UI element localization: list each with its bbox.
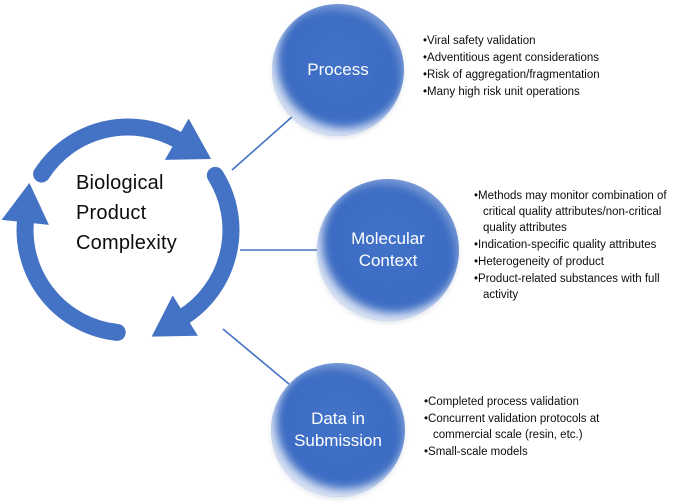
bullet-item: Viral safety validation	[423, 33, 668, 49]
data-in-submission-label-line2: Submission	[294, 431, 382, 450]
bullet-item: Risk of aggregation/fragmentation	[423, 67, 668, 83]
data-in-submission-label-line1: Data in	[311, 409, 365, 428]
cycle-arc-right-icon	[151, 166, 240, 337]
bullet-item: Many high risk unit operations	[423, 84, 668, 100]
molecular-context-circle: Molecular Context	[317, 179, 459, 321]
connector-line-process	[231, 115, 294, 171]
bullet-item: Methods may monitor combination of criti…	[474, 188, 680, 236]
cycle-title-line: Product	[76, 202, 147, 224]
cycle-title: Biological Product Complexity	[76, 168, 177, 258]
molecular-context-bullet-list: Methods may monitor combination of criti…	[474, 188, 680, 304]
molecular-context-label-line1: Molecular	[351, 229, 425, 248]
cycle-arc-left-icon	[1, 182, 126, 341]
cycle-title-line: Complexity	[76, 232, 177, 254]
bullet-item: Adventitious agent considerations	[423, 50, 668, 66]
data-in-submission-bullet-list: Completed process validation Concurrent …	[424, 394, 612, 461]
bullet-item: Small-scale models	[424, 444, 612, 460]
connector-line-data	[222, 328, 290, 385]
process-bullet-list: Viral safety validation Adventitious age…	[423, 33, 668, 101]
molecular-context-label-line2: Context	[358, 251, 418, 270]
process-circle: Process	[272, 4, 404, 136]
bullet-item: Indication-specific quality attributes	[474, 237, 680, 253]
bullet-item: Heterogeneity of product	[474, 254, 680, 270]
cycle-title-line: Biological	[76, 172, 164, 194]
process-label: Process	[307, 60, 369, 79]
cycle-arc-top-icon	[33, 118, 212, 183]
data-in-submission-circle: Data in Submission	[271, 363, 405, 497]
bullet-item: Completed process validation	[424, 394, 612, 410]
bullet-item: Product-related substances with full act…	[474, 271, 680, 303]
bullet-item: Concurrent validation protocols at comme…	[424, 411, 612, 443]
